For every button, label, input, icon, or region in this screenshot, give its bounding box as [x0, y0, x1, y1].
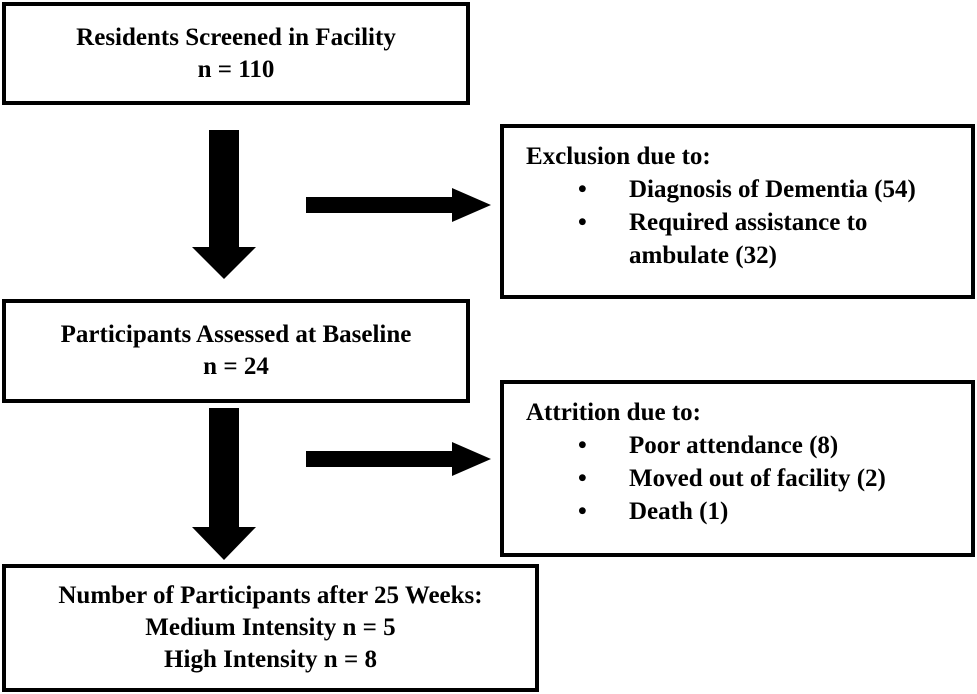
bullet-icon: •	[578, 176, 587, 203]
attrition-item: • Poor attendance (8)	[526, 429, 951, 462]
down-arrow-baseline-to-final	[192, 408, 256, 560]
final-high: High Intensity n = 8	[164, 646, 377, 673]
attrition-box: Attrition due to: • Poor attendance (8) …	[500, 380, 975, 557]
baseline-count: n = 24	[203, 353, 269, 380]
attrition-item: • Death (1)	[526, 495, 951, 528]
right-arrow-to-attrition	[306, 442, 491, 476]
exclusion-item-label: Diagnosis of Dementia (54)	[629, 176, 916, 203]
final-title: Number of Participants after 25 Weeks:	[58, 582, 483, 609]
exclusion-item: • Diagnosis of Dementia (54)	[526, 173, 951, 206]
attrition-item: • Moved out of facility (2)	[526, 462, 951, 495]
exclusion-item-label-continued: ambulate (32)	[629, 242, 777, 269]
exclusion-list: • Diagnosis of Dementia (54) • Required …	[526, 173, 951, 272]
exclusion-title: Exclusion due to:	[526, 143, 711, 170]
final-box: Number of Participants after 25 Weeks: M…	[2, 564, 539, 692]
attrition-item-label: Death (1)	[629, 498, 729, 525]
bullet-icon: •	[578, 498, 587, 525]
attrition-title: Attrition due to:	[526, 399, 701, 426]
exclusion-item-label: Required assistance to	[629, 209, 868, 236]
attrition-list: • Poor attendance (8) • Moved out of fac…	[526, 429, 951, 528]
screened-count: n = 110	[197, 55, 275, 83]
screened-box: Residents Screened in Facility n = 110	[2, 2, 470, 105]
bullet-icon: •	[578, 432, 587, 459]
bullet-icon: •	[578, 465, 587, 492]
screened-title: Residents Screened in Facility	[76, 23, 396, 51]
down-arrow-screened-to-baseline	[192, 130, 256, 279]
bullet-icon: •	[578, 209, 587, 236]
baseline-box: Participants Assessed at Baseline n = 24	[2, 299, 470, 403]
final-medium: Medium Intensity n = 5	[145, 614, 396, 641]
exclusion-item: • Required assistance to ambulate (32)	[526, 206, 951, 272]
baseline-title: Participants Assessed at Baseline	[60, 321, 412, 348]
right-arrow-to-exclusion	[306, 188, 491, 222]
attrition-item-label: Poor attendance (8)	[629, 432, 839, 459]
attrition-item-label: Moved out of facility (2)	[629, 465, 886, 492]
exclusion-box: Exclusion due to: • Diagnosis of Dementi…	[500, 124, 975, 299]
